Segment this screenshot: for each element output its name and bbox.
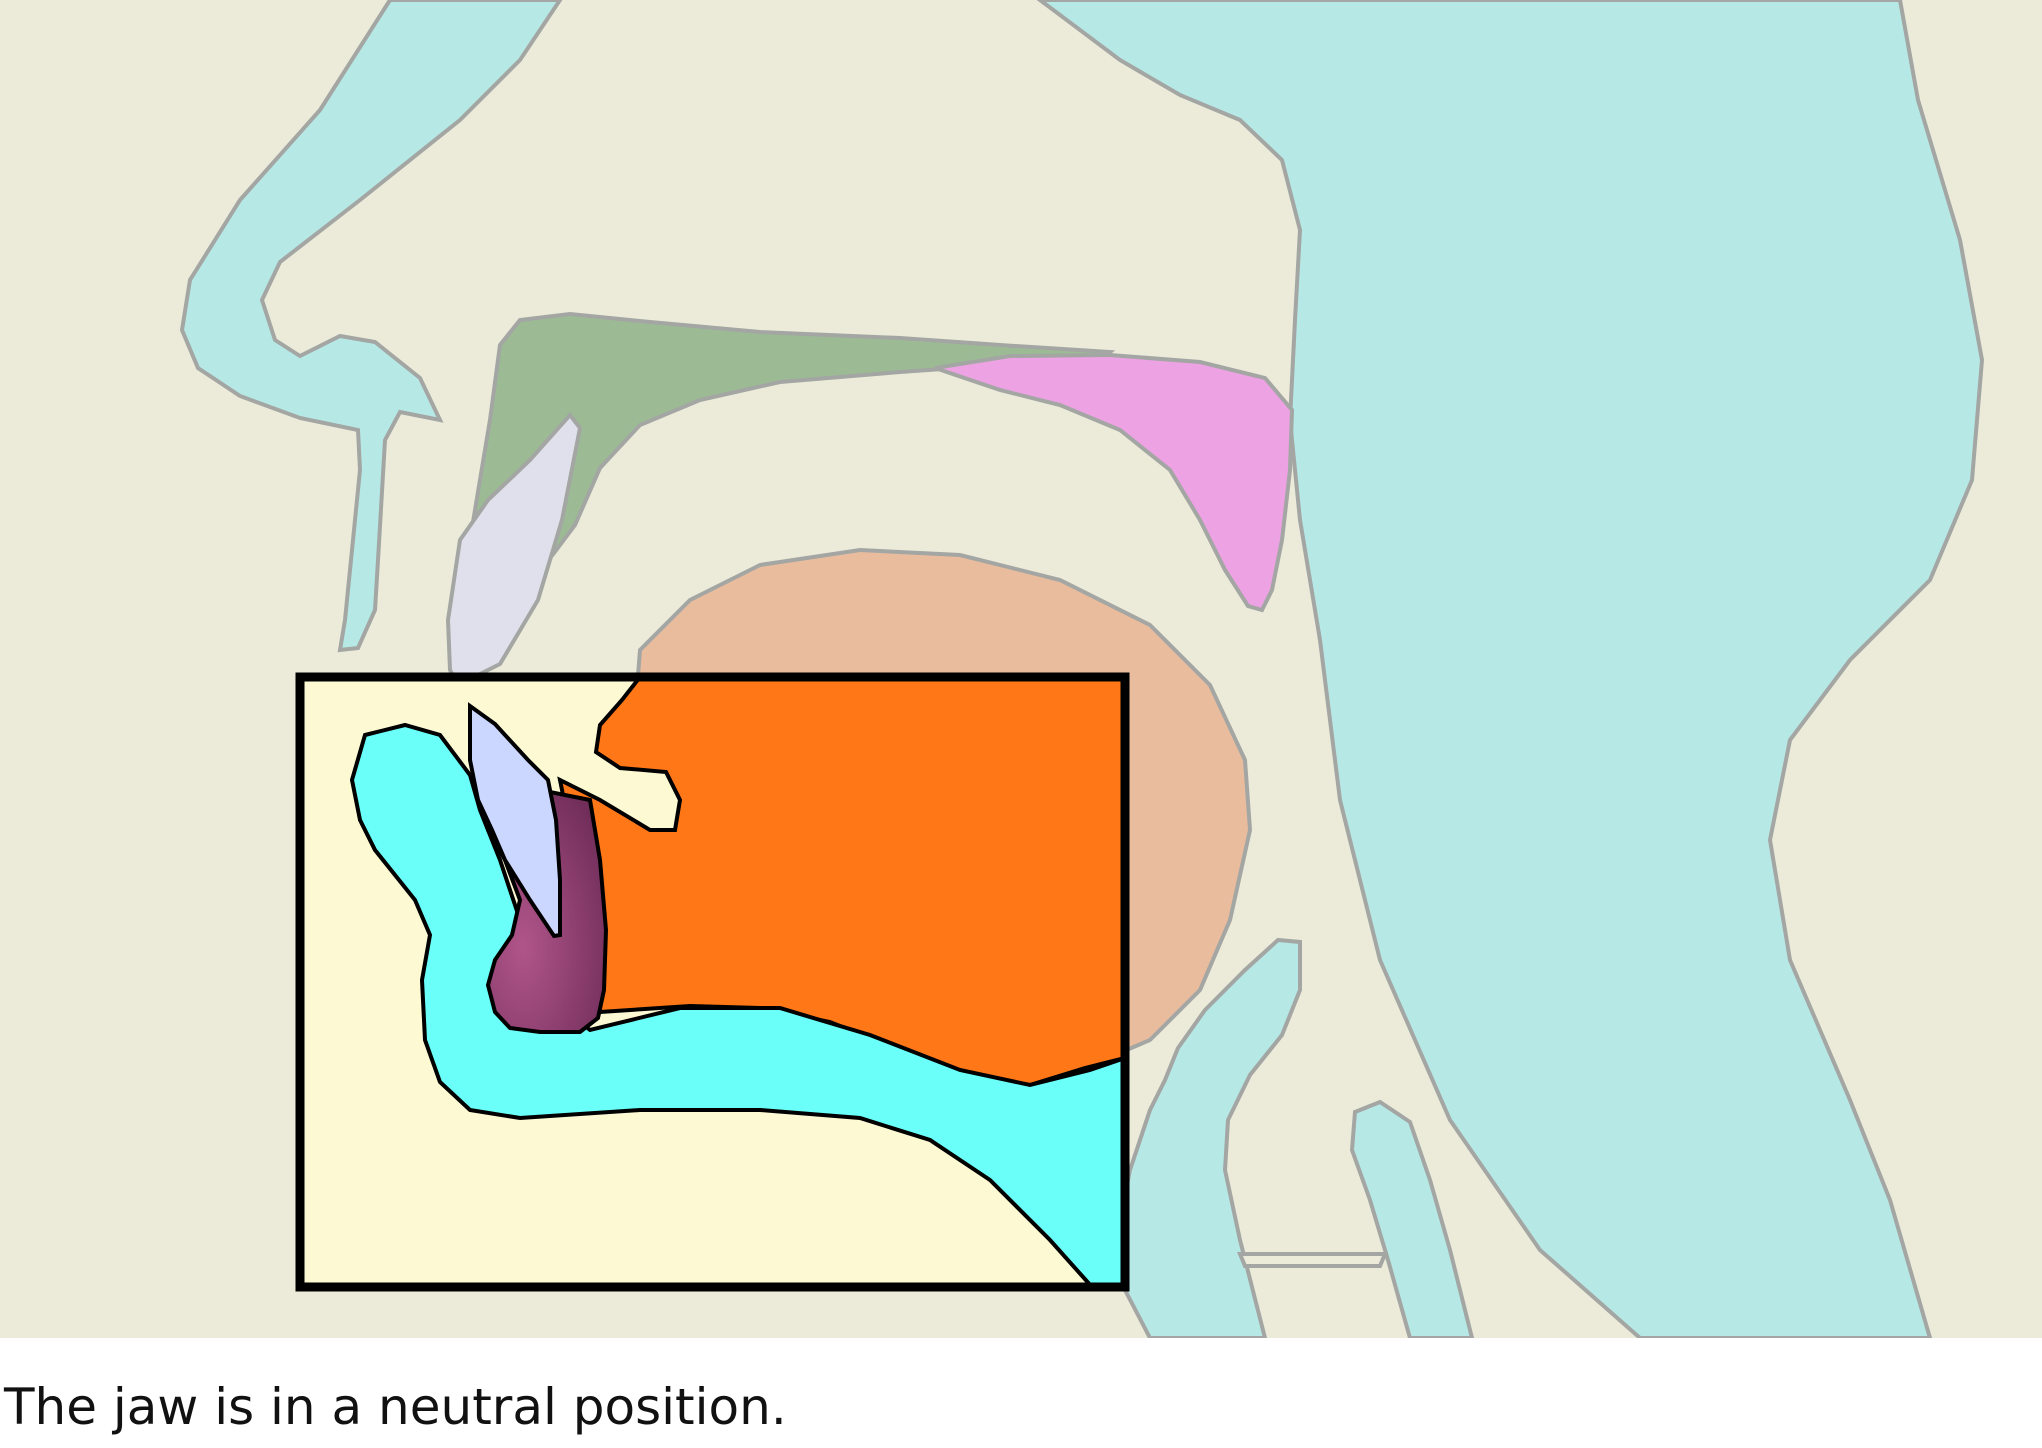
vocal-fold	[1237, 1252, 1388, 1268]
soft-palate	[934, 352, 1295, 613]
inset-border	[295, 672, 1130, 1292]
larynx-cartilage	[1349, 1099, 1475, 1338]
throat-region	[1036, 0, 1985, 1338]
vocal-tract-diagram	[0, 0, 2042, 1338]
diagram-caption: The jaw is in a neutral position.	[4, 1378, 787, 1436]
epiglottis	[1115, 937, 1302, 1338]
jaw-inset	[300, 677, 1125, 1287]
lower-incisor	[468, 702, 562, 939]
face-profile	[179, 0, 563, 653]
